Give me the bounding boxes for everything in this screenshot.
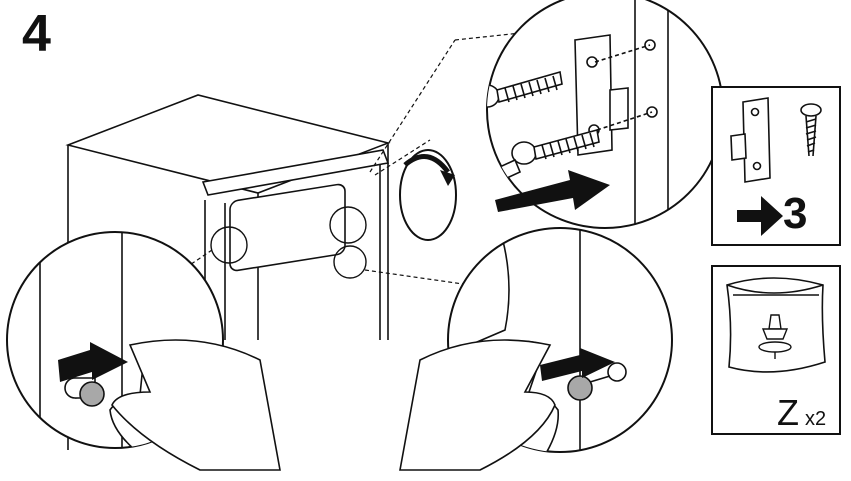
hinge-parts-panel: 3	[711, 86, 841, 246]
cabinet	[65, 94, 391, 450]
plug-icon	[758, 314, 792, 359]
bag-multiplier: x2	[805, 408, 827, 430]
bag-parts-panel: Z x2	[711, 265, 841, 435]
hinge-quantity: 3	[783, 189, 808, 238]
bag-letter: Z	[777, 392, 799, 433]
hinge-bracket-icon	[730, 97, 822, 236]
right-arrow-icon	[737, 196, 783, 236]
step-number: 4	[22, 5, 51, 63]
hands	[111, 339, 556, 471]
screw-icon	[800, 103, 822, 157]
zoom-markers	[210, 206, 367, 279]
parts-bag-icon	[726, 277, 826, 373]
hinge-detail-circle	[399, 0, 724, 241]
